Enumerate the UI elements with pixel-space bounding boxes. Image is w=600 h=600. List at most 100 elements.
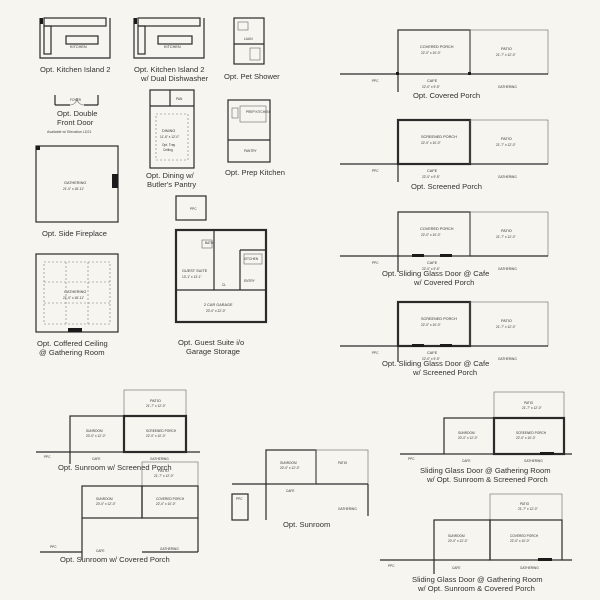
label-sunroom-size-5: 20'-0" x 12'-0" [448,539,468,543]
caption-sgd-covered-line1: Opt. Sliding Glass Door @ Cafe [382,269,489,278]
caption-sgd-gathering-screened-line2: w/ Opt. Sunroom & Screened Porch [426,475,548,484]
label-sunroom-size-2: 20'-0" x 12'-0" [280,466,300,470]
label-sunroom-3: SUNROOM [96,497,113,501]
caption-side-fireplace: Opt. Side Fireplace [42,229,107,238]
label-ppc-4: PPC [372,351,379,355]
label-covered-porch-4: COVERED PORCH [510,534,539,538]
label-cafe-7: CAFE [96,549,105,553]
label-patio-size-8: 21'-7" x 12'-0" [522,406,542,410]
label-foyer: FOYER [70,98,82,102]
label-patio-4: PATIO [501,319,512,323]
label-sunroom-1: SUNROOM [86,429,103,433]
caption-dining-line1: Opt. Dining w/ [146,171,195,180]
label-ppc-6: PPC [236,497,243,501]
label-entry: ENTRY [244,279,256,283]
label-sunroom-size-1: 20'-0" x 12'-0" [86,434,106,438]
label-patio-size-3: 21'-7" x 12'-0" [496,235,516,239]
plan-dining-butlers-pantry: PAN DINING 11'-6" x 12'-0" Opt. Tray Cei… [146,89,196,189]
plan-covered-porch: COVERED PORCH 22'-0" x 10'-0" PATIO 21'-… [340,29,549,100]
label-cafe-5: CAFE [92,457,101,461]
label-gathering-1: GATHERING [64,181,86,185]
label-cafe-9: CAFE [452,566,461,570]
label-gathering-caps-3: GATHERING [498,267,517,271]
caption-screened-porch: Opt. Screened Porch [411,182,482,191]
caption-double-door-line2: Front Door [57,118,94,127]
caption-kitchen-island-2-dw-line2: w/ Dual Dishwasher [140,74,209,83]
label-patio-6: PATIO [338,461,348,465]
label-opt-tray: Opt. Tray [162,143,176,147]
label-cafe-1: CAFE [427,79,438,83]
plan-guest-suite: PPC BATH GUEST SUITE 13'-1" x 13'-1" KIT… [174,195,268,356]
label-gathering-caps-4: GATHERING [498,357,517,361]
label-patio-7: PATIO [158,469,169,473]
label-cafe-6: CAFE [286,489,295,493]
label-patio-9: PATIO [520,502,530,506]
label-kitchen-1: KITCHEN [70,45,87,49]
label-screened-porch-size-3: 22'-0" x 10'-0" [146,434,166,438]
caption-kitchen-island-2-dw-line1: Opt. Kitchen Island 2 [134,65,205,74]
label-screened-porch-size-1: 22'-0" x 10'-0" [421,141,441,145]
label-kitchen-guest: KITCHEN [244,257,259,261]
label-sunroom-5: SUNROOM [448,534,465,538]
label-guest-suite-size: 13'-1" x 13'-1" [182,275,202,279]
label-patio-8: PATIO [524,401,534,405]
plan-sunroom: SUNROOM 20'-0" x 12'-0" PATIO CAFE PPC G… [231,449,369,529]
label-gathering-2: GATHERING [64,290,86,294]
label-cafe-8: CAFE [462,459,471,463]
plan-prep-kitchen: PREP KITCHEN PANTRY Opt. Prep Kitchen [225,99,285,177]
label-garage-size: 20'-0" x 22'-0" [206,309,226,313]
label-cafe-3: CAFE [427,261,438,265]
label-patio-size-5: 21'-7" x 12'-0" [146,404,166,408]
label-gathering-caps-6: GATHERING [338,507,357,511]
label-gathering-caps-1: GATHERING [498,85,517,89]
label-laun: LAUN [244,37,253,41]
label-ppc-2: PPC [372,169,379,173]
label-patio-1: PATIO [501,47,512,51]
caption-sunroom-covered: Opt. Sunroom w/ Covered Porch [60,555,170,564]
label-covered-porch-1: COVERED PORCH [420,45,454,49]
label-gathering-caps-8: GATHERING [524,459,543,463]
caption-sgd-gathering-covered-line1: Sliding Glass Door @ Gathering Room [412,575,543,584]
label-kitchen-2: KITCHEN [164,45,181,49]
label-cafe-2: CAFE [427,169,438,173]
label-ppc-9: PPC [388,564,395,568]
label-screened-porch-1: SCREENED PORCH [421,135,457,139]
label-cafe-size-3: 22'-0" x 9'-5" [422,267,440,271]
label-guest-suite: GUEST SUITE [182,269,208,273]
label-covered-porch-size-3: 22'-0" x 10'-0" [156,502,176,506]
label-patio-size-4: 21'-7" x 12'-0" [496,325,516,329]
plan-sgd-cafe-covered-porch: COVERED PORCH 22'-0" x 10'-0" PATIO 21'-… [340,211,549,287]
label-screened-porch-2: SCREENED PORCH [421,317,457,321]
caption-guest-suite-line1: Opt. Guest Suite i/o [178,338,244,347]
label-gathering-caps-7: GATHERING [160,547,179,551]
label-gathering-size-2: 21'-0" x 18'-11" [63,296,84,300]
plan-sunroom-covered-porch: PATIO 21'-7" x 12'-0" SUNROOM 20'-0" x 1… [40,461,199,564]
plan-sgd-cafe-screened-porch: SCREENED PORCH 22'-0" x 10'-0" PATIO 21'… [340,300,549,377]
caption-sgd-gathering-covered-line2: w/ Opt. Sunroom & Covered Porch [417,584,535,593]
label-cafe-size-1: 22'-0" x 9'-5" [422,85,440,89]
label-covered-porch-3: COVERED PORCH [156,497,185,501]
label-garage: 2 CAR GARAGE [204,303,233,307]
label-ppc-7: PPC [50,545,57,549]
plan-sgd-gathering-sunroom-screened: PATIO 21'-7" x 12'-0" SUNROOM 20'-0" x 1… [400,391,572,484]
label-dining-size: 11'-6" x 12'-0" [160,135,179,139]
label-patio-size-1: 21'-7" x 12'-0" [496,53,516,57]
label-sunroom-4: SUNROOM [458,431,475,435]
label-screened-porch-size-4: 22'-0" x 10'-0" [516,436,536,440]
label-ceiling: Ceiling [163,148,173,152]
label-ppc-3: PPC [372,261,379,265]
plan-double-front-door: FOYER Opt. Double Front Door Available w… [47,95,99,134]
label-gathering-caps-9: GATHERING [520,566,539,570]
label-cafe-size-4: 22'-0" x 9'-5" [422,357,440,361]
label-sunroom-size-3: 20'-0" x 12'-0" [96,502,116,506]
label-cafe-size-2: 22'-0" x 9'-5" [422,175,440,179]
caption-coffered-line2: @ Gathering Room [39,348,105,357]
plan-kitchen-island-2-dual-dishwasher: KITCHEN Opt. Kitchen Island 2 w/ Dual Di… [133,17,209,83]
label-patio-2: PATIO [501,137,512,141]
label-screened-porch-4: SCREENED PORCH [516,431,547,435]
plan-coffered-ceiling: GATHERING 21'-0" x 18'-11" Opt. Coffered… [35,253,119,357]
label-gathering-caps-2: GATHERING [498,175,517,179]
plan-side-fireplace: GATHERING 21'-0" x 18'-11" Opt. Side Fir… [35,145,119,238]
label-patio-5: PATIO [150,399,161,403]
